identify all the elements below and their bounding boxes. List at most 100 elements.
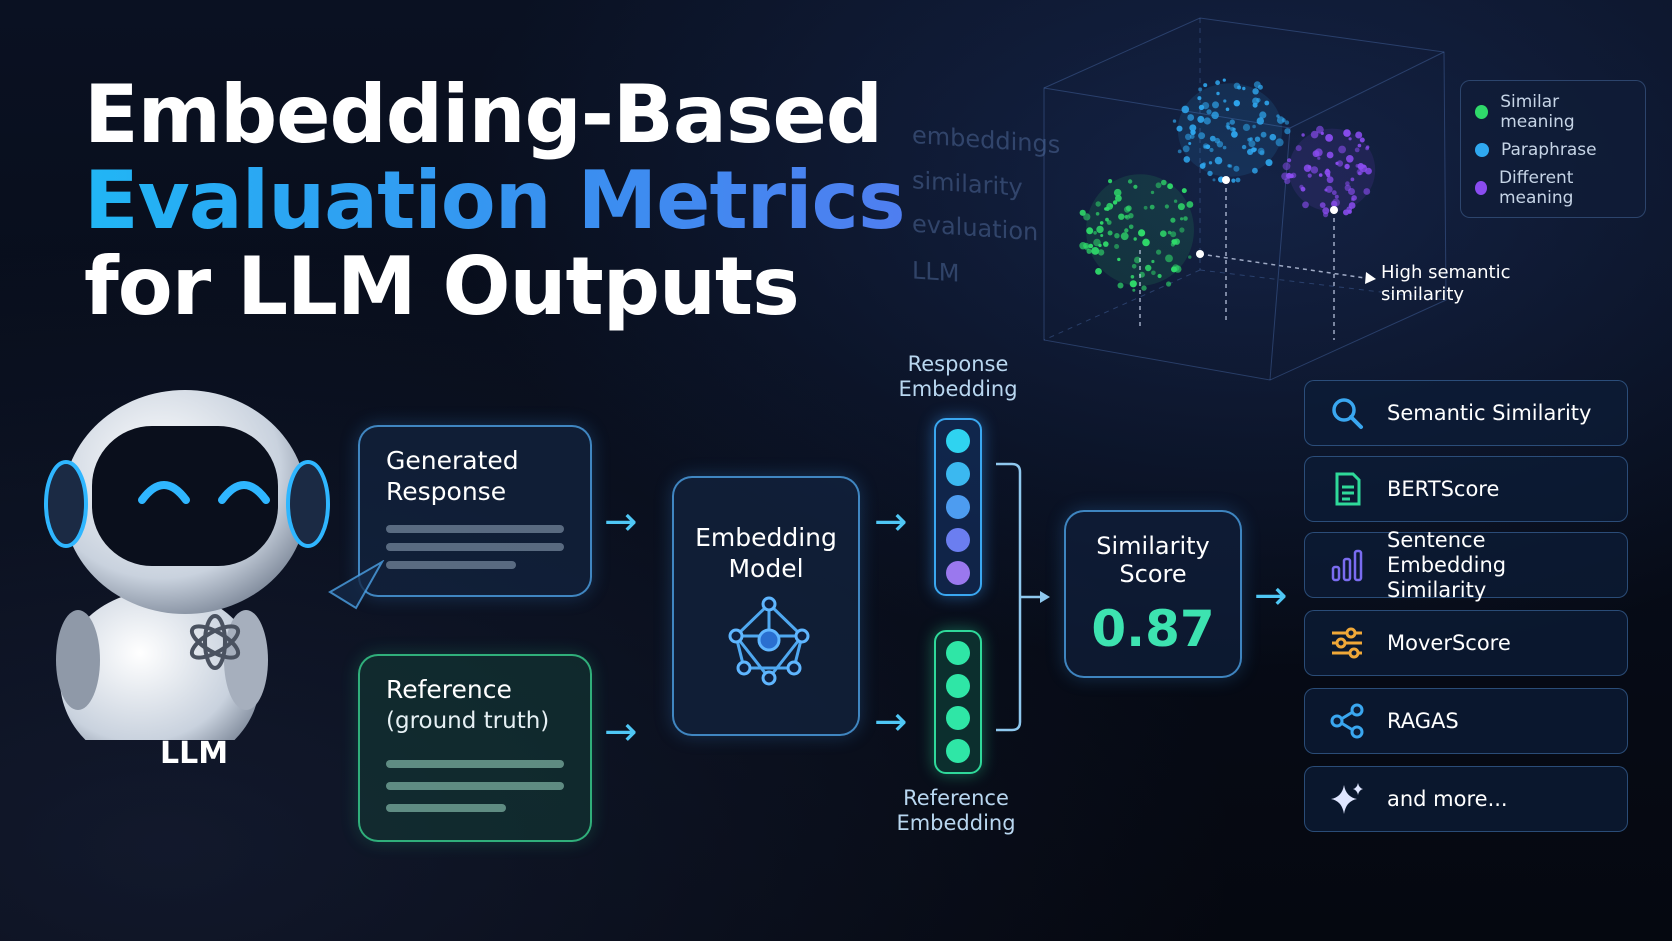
embedding-point xyxy=(1235,177,1241,183)
reference-embedding-vector xyxy=(934,630,982,774)
embedding-point xyxy=(1149,204,1155,210)
embedding-point xyxy=(1332,198,1340,207)
embedding-point xyxy=(1338,145,1346,154)
robot-ear-left xyxy=(44,460,88,548)
title-line-1: Embedding-Based xyxy=(84,68,883,161)
sparkle-icon xyxy=(1331,783,1363,814)
point-marker xyxy=(1222,176,1230,184)
text-line-placeholder xyxy=(386,782,564,790)
embedding-point xyxy=(1161,179,1167,186)
embedding-point xyxy=(1232,127,1236,132)
embedding-point xyxy=(1141,285,1147,291)
embedding-point xyxy=(1093,231,1097,235)
embedding-point xyxy=(1212,101,1219,109)
embedding-point xyxy=(1107,230,1113,236)
embedding-point xyxy=(1287,158,1292,163)
embedding-point xyxy=(1167,183,1173,190)
embedding-clusters xyxy=(1079,78,1376,292)
embedding-point xyxy=(1252,88,1259,95)
embedding-point xyxy=(1145,264,1152,272)
metric-bertscore: BERTScore xyxy=(1304,456,1628,522)
similarity-score-card: Similarity Score 0.87 xyxy=(1064,510,1242,678)
metric-sentence-embedding-similarity: Sentence Embedding Similarity xyxy=(1304,528,1628,602)
arrow-right-icon: → xyxy=(1254,573,1288,619)
embedding-point xyxy=(1325,134,1333,142)
embedding-point xyxy=(1362,164,1366,168)
embedding-point xyxy=(1124,228,1129,233)
embedding-point xyxy=(1151,259,1155,264)
vector-dot xyxy=(946,462,970,486)
embedding-point xyxy=(1199,163,1206,169)
embedding-point xyxy=(1150,190,1155,195)
embedding-point xyxy=(1363,188,1371,195)
embedding-point xyxy=(1108,179,1113,184)
metric-moverscore: MoverScore xyxy=(1304,610,1628,676)
share-nodes-icon xyxy=(1330,703,1364,739)
embedding-point xyxy=(1242,123,1251,131)
metric-label: RAGAS xyxy=(1387,708,1459,733)
embedding-point xyxy=(1301,133,1305,137)
embedding-point xyxy=(1095,201,1101,207)
embedding-point xyxy=(1252,124,1256,129)
embedding-point xyxy=(1286,172,1292,179)
embedding-point xyxy=(1233,82,1241,90)
text-line-placeholder xyxy=(386,561,516,569)
embedding-point xyxy=(1284,128,1291,135)
embedding-point xyxy=(1155,182,1162,189)
embedding-point xyxy=(1208,161,1213,165)
vector-dot xyxy=(946,673,970,698)
embedding-point xyxy=(1310,166,1319,174)
embedding-point xyxy=(1225,107,1230,112)
embedding-point xyxy=(1252,167,1258,174)
vector-dot xyxy=(946,429,970,453)
point-marker xyxy=(1330,206,1338,214)
embedding-point xyxy=(1228,164,1233,168)
embedding-point xyxy=(1084,245,1090,251)
embedding-point xyxy=(1211,111,1219,120)
card-subtitle: (ground truth) xyxy=(386,708,550,734)
embedding-point xyxy=(1316,125,1324,134)
embedding-point xyxy=(1351,197,1355,202)
background-word: LLM xyxy=(912,256,960,288)
metric-label: BERTScore xyxy=(1387,476,1500,501)
embedding-point xyxy=(1206,109,1212,115)
vector-dot xyxy=(946,706,970,731)
embedding-point xyxy=(1275,138,1284,147)
embedding-point xyxy=(1345,181,1350,186)
cluster-annotation: High semantic similarity xyxy=(1381,262,1511,305)
similarity-label: Similarity Score xyxy=(1096,532,1210,588)
annotation-arrow-line xyxy=(1199,253,1366,279)
embedding-point xyxy=(1248,140,1256,148)
legend-dot-icon xyxy=(1475,181,1487,195)
robot-eye-left xyxy=(138,481,190,504)
embedding-point xyxy=(1117,282,1124,289)
embedding-point xyxy=(1170,231,1177,238)
embedding-point xyxy=(1310,130,1319,139)
embedding-space-plot xyxy=(1043,17,1447,381)
metric-semantic-similarity: Semantic Similarity xyxy=(1304,380,1628,446)
embedding-point xyxy=(1257,84,1263,90)
embedding-point xyxy=(1222,78,1226,82)
legend-item: Paraphrase xyxy=(1475,131,1631,169)
embedding-point xyxy=(1343,209,1349,216)
embedding-point xyxy=(1113,188,1122,197)
embedding-point xyxy=(1344,163,1350,170)
arrow-right-icon: → xyxy=(604,709,638,755)
document-icon xyxy=(1335,472,1361,506)
embedding-point xyxy=(1233,100,1240,107)
embedding-point xyxy=(1257,147,1265,155)
embedding-point xyxy=(1129,280,1137,288)
embedding-point xyxy=(1343,129,1351,137)
embedding-point xyxy=(1354,147,1360,153)
embedding-point xyxy=(1202,143,1209,150)
embedding-point xyxy=(1346,155,1354,163)
embedding-point xyxy=(1252,97,1260,105)
embedding-point xyxy=(1307,173,1312,178)
embedding-point xyxy=(1216,141,1224,148)
embedding-point xyxy=(1086,227,1094,235)
embedding-point xyxy=(1222,145,1227,150)
embedding-point xyxy=(1183,156,1191,163)
vector-dot xyxy=(946,739,970,764)
embedding-point xyxy=(1093,238,1101,247)
embedding-point xyxy=(1160,230,1167,237)
